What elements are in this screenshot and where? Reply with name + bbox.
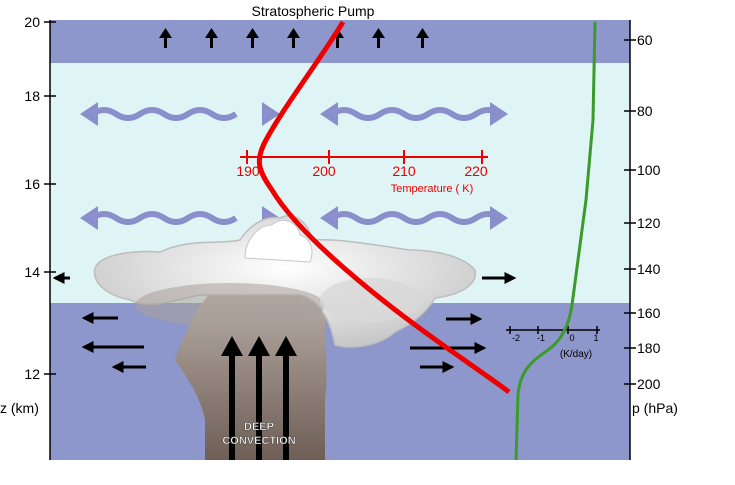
up-arrow-icon <box>287 28 300 48</box>
temperature-profile-curve <box>256 20 511 394</box>
heating-rate-axis <box>506 326 600 334</box>
altitude-tick-label: 12 <box>24 366 40 382</box>
pressure-tick-label: 120 <box>637 215 661 231</box>
wave-double-arrow-icon <box>320 206 508 230</box>
convection-arrows <box>221 336 297 460</box>
pressure-tick-label: 200 <box>637 376 661 392</box>
altitude-tick-label: 16 <box>24 176 40 192</box>
altitude-tick-label: 20 <box>24 14 40 30</box>
altitude-tick-label: 14 <box>24 264 40 280</box>
horizontal-flow-arrows <box>52 272 517 373</box>
heating-rate-curve <box>514 21 597 461</box>
up-arrow-icon <box>205 28 218 48</box>
deep-convection-label: DEEP <box>244 421 274 433</box>
pressure-tick-label: 180 <box>637 340 661 356</box>
pressure-tick-label: 80 <box>637 103 653 119</box>
temperature-axis <box>240 150 488 164</box>
up-arrow-icon <box>246 28 259 48</box>
altitude-axis-label: z (km) <box>0 400 39 416</box>
heating-tick-label: -2 <box>512 333 520 343</box>
heating-tick-label: -1 <box>537 333 545 343</box>
up-arrow-icon <box>275 336 297 460</box>
pressure-tick-label: 140 <box>637 261 661 277</box>
pressure-tick-label: 160 <box>637 305 661 321</box>
temperature-tick-label: 200 <box>312 163 336 179</box>
pressure-tick-label: 60 <box>637 32 653 48</box>
heating-tick-label: 0 <box>569 333 574 343</box>
temperature-tick-label: 220 <box>464 163 488 179</box>
altitude-axis: 20 18 16 14 12 z (km) <box>0 14 56 460</box>
cumulonimbus-cloud <box>93 215 476 460</box>
wave-arrows <box>80 102 508 230</box>
wave-double-arrow-icon <box>320 102 508 126</box>
temperature-tick-label: 190 <box>236 163 260 179</box>
heating-axis-label: (K/day) <box>560 349 592 360</box>
up-arrow-icon <box>372 28 385 48</box>
pressure-tick-label: 100 <box>637 162 661 178</box>
up-arrow-icon <box>416 28 429 48</box>
wave-double-arrow-icon <box>80 102 280 126</box>
deep-convection-label: CONVECTION <box>222 435 295 447</box>
diagram-title: Stratospheric Pump <box>252 3 375 19</box>
temperature-axis-label: Temperature ( K) <box>391 183 474 195</box>
altitude-tick-label: 18 <box>24 88 40 104</box>
heating-tick-label: 1 <box>593 333 598 343</box>
up-arrow-icon <box>248 336 270 460</box>
pressure-axis-label: p (hPa) <box>632 400 678 416</box>
pressure-axis: 60 80 100 120 140 160 180 200 p (hPa) <box>624 20 678 460</box>
temperature-tick-label: 210 <box>392 163 416 179</box>
up-arrow-icon <box>159 28 172 48</box>
up-arrow-icon <box>221 336 243 460</box>
